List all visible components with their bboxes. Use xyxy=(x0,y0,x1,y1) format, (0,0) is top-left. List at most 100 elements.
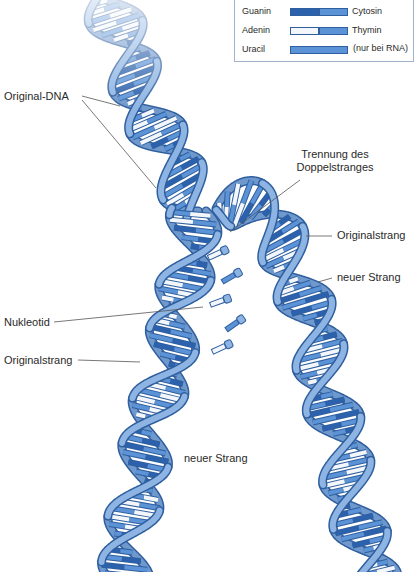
base xyxy=(122,559,141,561)
strand-fill xyxy=(88,0,105,23)
nucleotide-sugar xyxy=(223,294,232,304)
base xyxy=(250,205,260,218)
base xyxy=(329,490,344,493)
base xyxy=(282,301,305,308)
legend-note: (nur bei RNA) xyxy=(352,43,409,54)
base xyxy=(305,294,328,301)
base xyxy=(136,414,145,416)
base xyxy=(150,335,173,340)
nucleotide-sugar xyxy=(233,268,243,278)
free-nucleotides xyxy=(206,245,246,356)
strand-outline xyxy=(129,61,158,134)
base xyxy=(274,267,284,271)
base xyxy=(102,29,123,36)
callout-label: neuer Strang xyxy=(336,271,402,284)
legend-text: Uracil xyxy=(242,44,265,55)
strand-fill xyxy=(133,353,196,399)
nucleotide xyxy=(220,268,243,286)
base xyxy=(169,323,184,327)
base xyxy=(162,297,173,299)
base xyxy=(142,432,151,434)
base-pairs xyxy=(102,212,218,572)
strand-fill xyxy=(169,208,171,215)
base xyxy=(102,565,125,568)
base xyxy=(109,524,125,526)
base xyxy=(193,222,216,224)
base xyxy=(289,279,298,282)
strand-fill xyxy=(296,299,332,370)
base xyxy=(114,35,128,40)
base xyxy=(264,210,269,215)
callout-label: Nukleotid xyxy=(3,316,51,329)
base xyxy=(169,315,176,317)
strand-outline xyxy=(277,226,305,301)
base-pair-outline xyxy=(102,565,147,570)
original-dna-helix xyxy=(88,0,203,219)
legend-text: Thymin xyxy=(352,25,382,36)
nucleotide-outline xyxy=(208,252,222,258)
nucleotide-base xyxy=(213,346,225,351)
strand-outline xyxy=(169,208,171,215)
nucleotide-base xyxy=(211,300,223,304)
base xyxy=(152,139,168,147)
base xyxy=(313,417,336,422)
base xyxy=(104,4,119,9)
base xyxy=(300,288,322,295)
nucleotide-base xyxy=(209,252,221,257)
base xyxy=(303,315,317,319)
strand-outline xyxy=(262,183,275,262)
leader-line xyxy=(318,278,332,282)
strand-fill xyxy=(129,61,158,134)
strand-outline xyxy=(88,0,105,23)
base xyxy=(136,472,149,475)
leader-line xyxy=(78,360,140,362)
base xyxy=(180,154,190,159)
nucleotide-sugar xyxy=(236,314,246,325)
strand-fill xyxy=(150,280,211,327)
base xyxy=(114,534,121,535)
nucleotide-outline xyxy=(226,321,238,330)
base xyxy=(336,412,359,417)
base xyxy=(364,548,374,550)
base xyxy=(321,394,333,397)
base xyxy=(144,449,166,454)
leader-line xyxy=(230,180,300,232)
strand-outline xyxy=(130,134,202,163)
base xyxy=(118,93,133,99)
nucleotide xyxy=(210,339,233,356)
base xyxy=(148,114,167,122)
strand-outline xyxy=(333,460,371,529)
strand-outline xyxy=(323,416,361,484)
base xyxy=(377,568,395,572)
strand-outline xyxy=(112,20,143,92)
base xyxy=(190,214,210,216)
base xyxy=(191,246,199,247)
nucleotide-base xyxy=(223,275,234,282)
strand-fill xyxy=(262,183,275,262)
base xyxy=(322,424,341,428)
base xyxy=(133,405,150,409)
base xyxy=(170,220,193,222)
base xyxy=(124,567,147,570)
base xyxy=(169,364,175,366)
base xyxy=(308,381,317,383)
base xyxy=(193,271,211,274)
base xyxy=(196,263,207,265)
base xyxy=(146,457,169,462)
strand-outline xyxy=(306,344,344,414)
base xyxy=(333,431,345,434)
strand-fill xyxy=(122,396,184,443)
helix-strand xyxy=(102,211,218,572)
nucleotide xyxy=(209,294,232,309)
strand-fill xyxy=(161,125,184,200)
left-daughter-helix xyxy=(102,208,218,572)
base xyxy=(330,405,353,410)
base xyxy=(225,192,230,207)
callout-label: Original-DNA xyxy=(3,90,70,103)
base xyxy=(171,331,192,336)
legend-text: Adenin xyxy=(242,25,270,36)
base xyxy=(377,562,387,565)
nucleotide-sugar xyxy=(224,339,234,349)
legend-text: Guanin xyxy=(242,6,271,17)
